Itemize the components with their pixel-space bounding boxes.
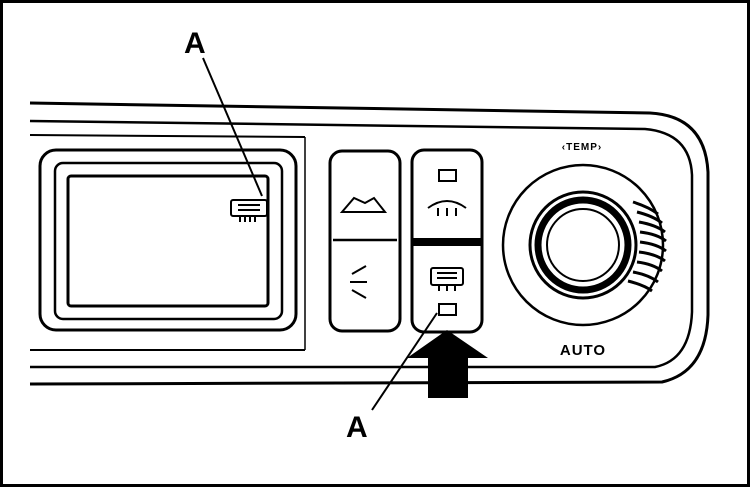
temperature-knob[interactable] [528, 190, 638, 300]
callout-label-bottom: A [346, 411, 368, 444]
callout-label-top: A [184, 27, 206, 60]
callout-leader-bottom [371, 312, 438, 411]
windshield-air-icon [339, 196, 388, 213]
temperature-control: ‹TEMP› AUTO [501, 142, 667, 359]
rear-defrost-icon [430, 267, 464, 291]
fan-icon [350, 265, 367, 299]
defrost-button-group [410, 148, 484, 334]
rear-defrost-indicator-light [438, 303, 457, 316]
front-defrost-indicator-light [438, 169, 457, 182]
dashboard-panel [29, 101, 710, 386]
knob-ridges [627, 200, 667, 293]
temp-label: ‹TEMP› [562, 142, 602, 153]
callout-leader-top [202, 57, 263, 197]
lcd-display [38, 148, 298, 332]
windshield-air-button[interactable] [336, 156, 394, 236]
rear-defrost-indicator-icon [230, 199, 268, 222]
rear-defrost-button[interactable] [418, 250, 476, 328]
pointer-arrow-icon [407, 330, 488, 398]
front-defrost-icon [427, 200, 467, 216]
mode-button-group [328, 149, 402, 333]
fan-button[interactable] [336, 244, 394, 326]
auto-label: AUTO [560, 342, 606, 359]
front-defrost-button[interactable] [418, 154, 476, 234]
